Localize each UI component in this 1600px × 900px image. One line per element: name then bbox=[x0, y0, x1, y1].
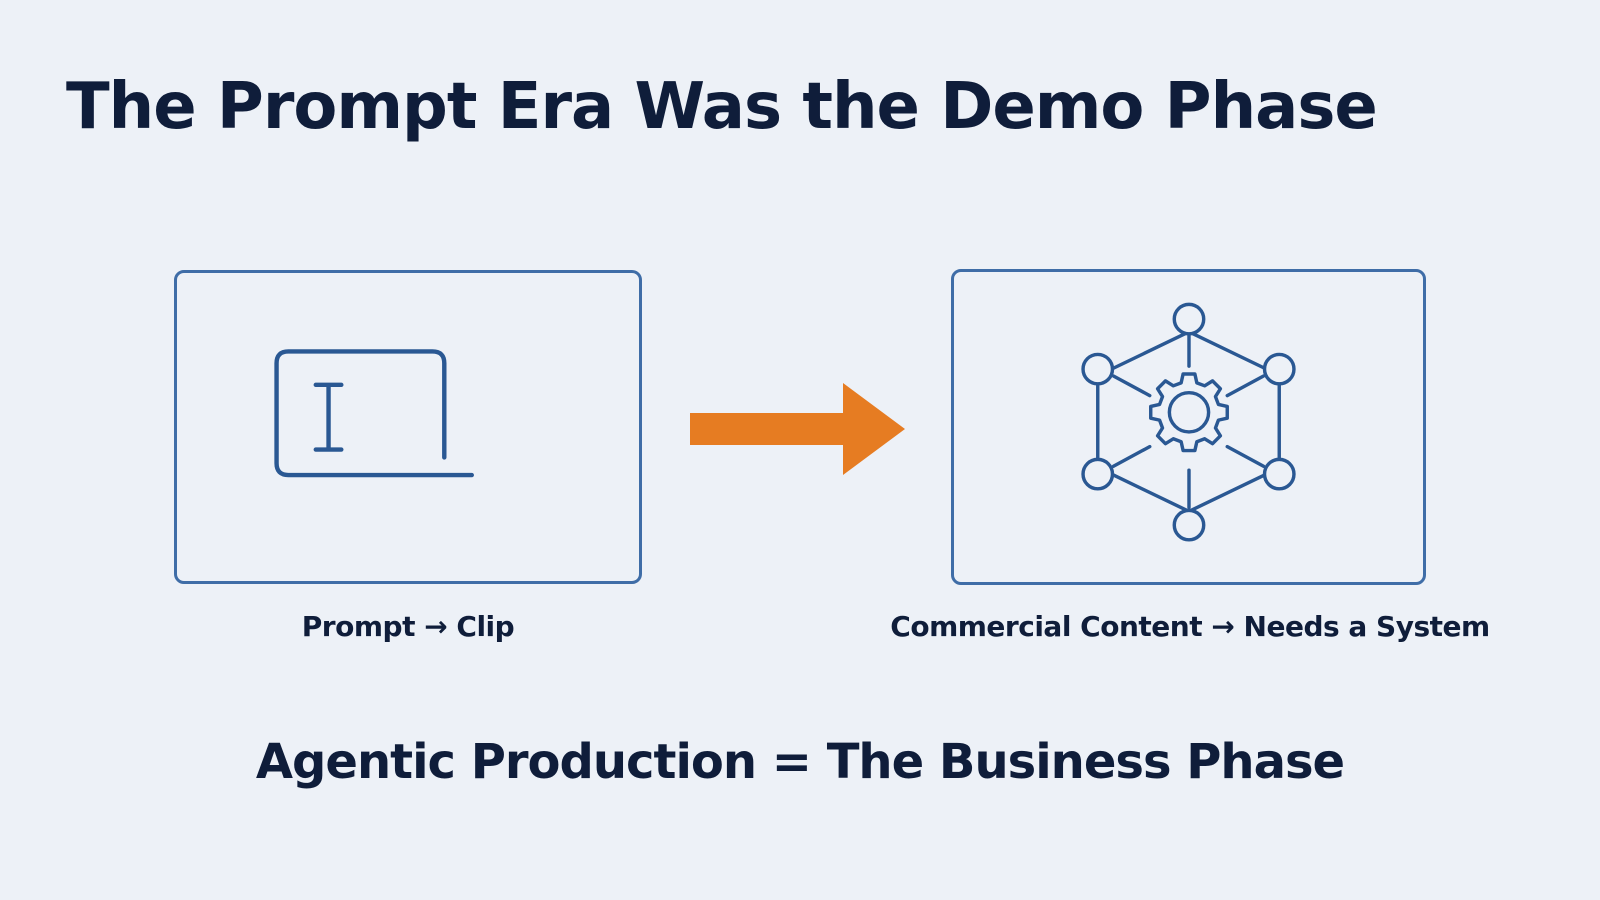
system-panel bbox=[951, 269, 1426, 585]
conclusion-text: Agentic Production = The Business Phase bbox=[255, 734, 1345, 790]
slide-title: The Prompt Era Was the Demo Phase bbox=[66, 70, 1378, 144]
arrow-right-icon bbox=[690, 383, 905, 475]
prompt-panel bbox=[174, 270, 642, 584]
text-cursor-input-icon bbox=[274, 349, 474, 478]
prompt-caption: Prompt → Clip bbox=[301, 610, 515, 643]
system-caption: Commercial Content → Needs a System bbox=[890, 610, 1490, 643]
gear-network-icon bbox=[1081, 302, 1296, 542]
